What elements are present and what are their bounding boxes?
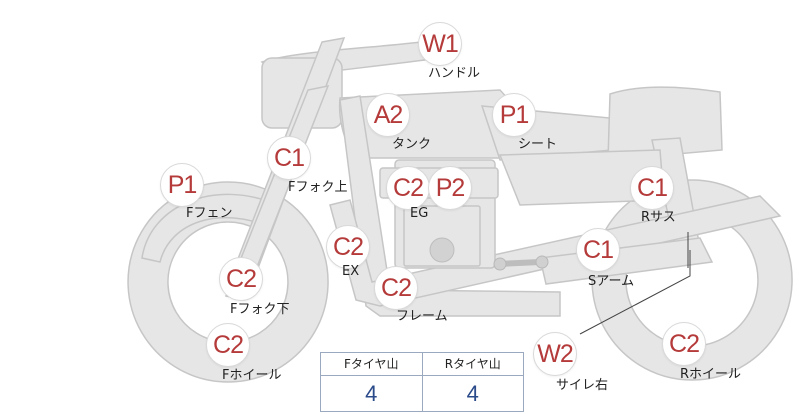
frame-shape xyxy=(339,95,561,317)
front-tire-value: 4 xyxy=(365,381,378,406)
exhaust-code-badge: C2 xyxy=(326,225,370,269)
swingarm-label: Sアーム xyxy=(588,274,635,289)
swingarm-shape xyxy=(539,237,714,285)
front-wheel-code-badge: C2 xyxy=(206,323,250,367)
seat-label: シート xyxy=(518,137,558,152)
muffler-right-label: サイレ右 xyxy=(556,378,609,393)
tail-shape xyxy=(607,86,723,161)
handle-code-badge: W1 xyxy=(418,22,462,66)
fork-lower-code-badge: C2 xyxy=(219,257,263,301)
front-wheel-label: Fホイール xyxy=(222,368,282,383)
rear-suspension-label: Rサス xyxy=(641,210,676,225)
fork-lower-label: Fフォク下 xyxy=(230,302,290,317)
front-fender-code-badge: P1 xyxy=(160,163,204,207)
front-fender-label: Fフェン xyxy=(186,206,233,221)
tank-label: タンク xyxy=(392,137,432,152)
muffler-right-code-badge: W2 xyxy=(533,332,577,376)
front-tire-header: Fタイヤ山 xyxy=(321,353,422,376)
rear-tire-column: Rタイヤ山 4 xyxy=(421,353,523,411)
fork-upper-label: Fフォク上 xyxy=(288,180,348,195)
engine-code-badge-2: P2 xyxy=(428,166,472,210)
handle-label: ハンドル xyxy=(428,66,481,81)
swingarm-code-badge: C1 xyxy=(576,228,620,272)
rear-wheel-label: Rホイール xyxy=(680,367,742,382)
rear-tire-header: Rタイヤ山 xyxy=(422,353,523,376)
fork-upper-code-badge: C1 xyxy=(267,136,311,180)
frame-label: フレーム xyxy=(396,309,448,324)
frame-code-badge: C2 xyxy=(374,266,418,310)
leader-muffler-right xyxy=(579,250,691,335)
rear-suspension-code-badge: C1 xyxy=(630,166,674,210)
rear-wheel-code-badge: C2 xyxy=(662,322,706,366)
engine-label: EG xyxy=(410,206,429,221)
tire-tread-table: Fタイヤ山 4 Rタイヤ山 4 xyxy=(320,352,524,412)
exhaust-shape xyxy=(329,195,782,307)
seat-code-badge: P1 xyxy=(492,93,536,137)
exhaust-label: EX xyxy=(342,264,360,279)
rear-tire-value: 4 xyxy=(466,381,479,406)
front-tire-column: Fタイヤ山 4 xyxy=(321,353,422,411)
tank-code-badge: A2 xyxy=(366,93,410,137)
engine-code-badge-1: C2 xyxy=(386,166,430,210)
